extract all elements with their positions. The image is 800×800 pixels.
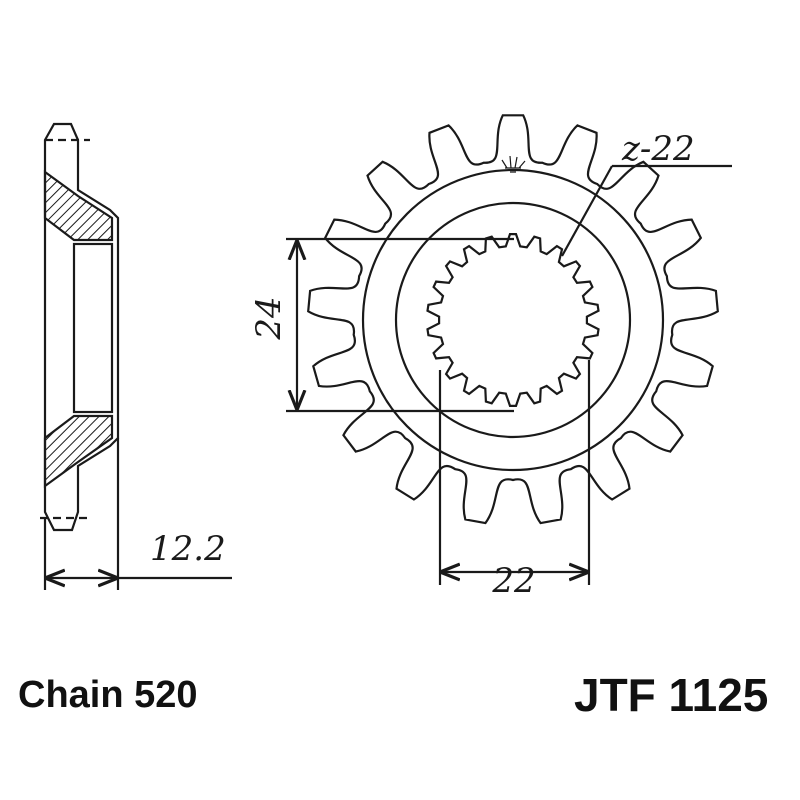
upper-hub-hatch: [43, 169, 114, 242]
thickness-label: 12.2: [150, 529, 226, 569]
hub-inner-ring: [394, 201, 632, 439]
sprocket-teeth-outline: [307, 114, 719, 525]
tooth-count-label: z-22: [621, 129, 695, 169]
chain-size-label: Chain 520: [18, 674, 198, 716]
part-number-label: JTF 1125: [574, 669, 769, 721]
hub-outer-ring: [361, 168, 665, 472]
spline-width-label: 22: [491, 561, 535, 601]
bore-section: [72, 242, 114, 414]
z-label-leader: [561, 165, 613, 257]
lower-hub-hatch: [43, 414, 114, 489]
side-section-view: [40, 122, 232, 590]
spline-bore-outline: [426, 233, 600, 407]
top-dead-center-mark: [501, 155, 526, 173]
front-view: [286, 114, 732, 585]
bore-diameter-label: 24: [249, 296, 289, 340]
